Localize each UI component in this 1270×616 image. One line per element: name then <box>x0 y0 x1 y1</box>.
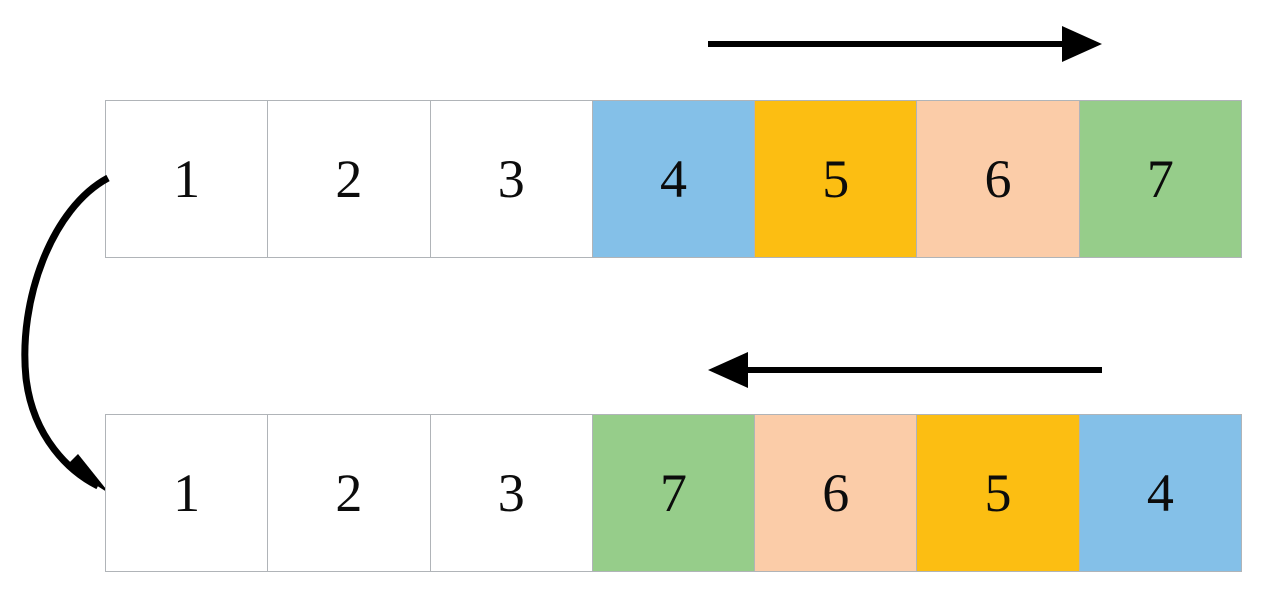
array-cell-label: 7 <box>659 463 687 523</box>
array-cell-label: 5 <box>984 463 1012 523</box>
array-cell[interactable]: 6 <box>754 414 918 572</box>
array-cell-label: 2 <box>335 463 363 523</box>
array-cell-label: 6 <box>984 149 1012 209</box>
array-cell[interactable]: 4 <box>591 100 756 258</box>
array-cell[interactable]: 7 <box>1078 100 1242 258</box>
array-cell[interactable]: 5 <box>916 414 1080 572</box>
array-cell-label: 2 <box>335 149 363 209</box>
array-cell[interactable]: 1 <box>105 414 269 572</box>
array-cell-label: 4 <box>659 149 687 209</box>
array-cell[interactable]: 4 <box>1078 414 1242 572</box>
array-cell-label: 3 <box>497 463 525 523</box>
array-cell-label: 6 <box>822 463 850 523</box>
array-cell-label: 4 <box>1146 463 1174 523</box>
array-cell[interactable]: 7 <box>591 414 756 572</box>
top-direction-arrow-right-icon <box>708 26 1102 62</box>
array-cell[interactable]: 2 <box>267 414 431 572</box>
array-cell[interactable]: 3 <box>429 414 593 572</box>
array-cell[interactable]: 6 <box>916 100 1080 258</box>
top-array-row: 1 2 3 4 5 6 7 <box>105 100 1242 258</box>
bottom-array-row: 1 2 3 7 6 5 4 <box>105 414 1242 572</box>
array-cell-label: 1 <box>173 149 201 209</box>
array-cell[interactable]: 1 <box>105 100 269 258</box>
array-cell-label: 3 <box>497 149 525 209</box>
array-cell-label: 7 <box>1146 149 1174 209</box>
array-cell-label: 1 <box>173 463 201 523</box>
array-cell-label: 5 <box>822 149 850 209</box>
bottom-direction-arrow-left-icon <box>708 352 1102 388</box>
array-cell[interactable]: 5 <box>754 100 918 258</box>
array-cell[interactable]: 2 <box>267 100 431 258</box>
array-cell[interactable]: 3 <box>429 100 593 258</box>
